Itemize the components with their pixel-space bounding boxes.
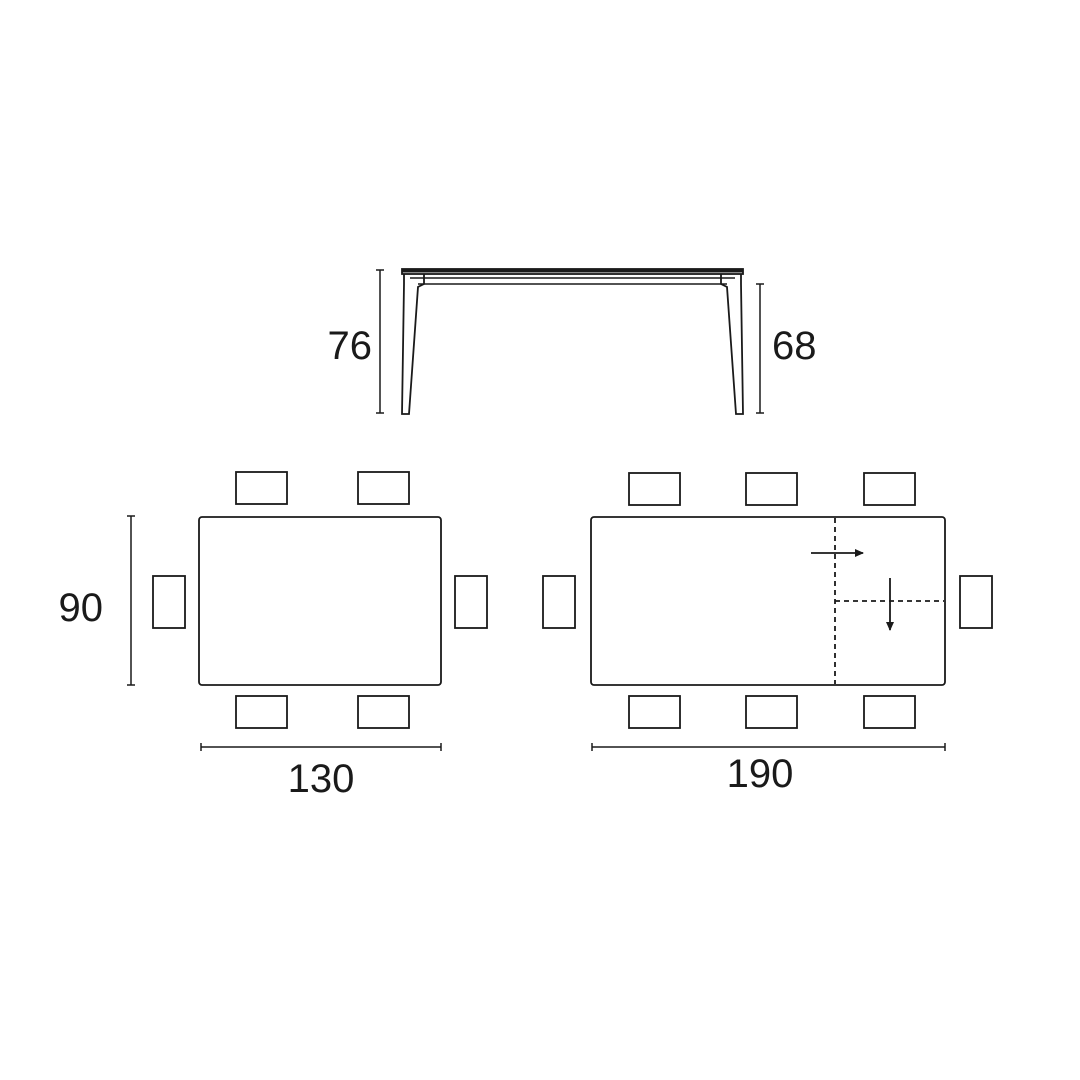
extended-tabletop <box>590 516 946 686</box>
depth-label: 90 <box>59 586 104 630</box>
chair <box>628 695 681 729</box>
dimension-fixed-width: 130 <box>200 743 442 801</box>
chair <box>454 575 488 629</box>
chair <box>357 471 410 505</box>
chair <box>745 695 798 729</box>
chair <box>863 695 916 729</box>
fixed-width-label: 130 <box>288 757 355 801</box>
chair <box>959 575 993 629</box>
under-height-label: 68 <box>772 324 817 368</box>
fixed-table-top-view: 90 130 <box>59 471 488 801</box>
side-view-left-leg <box>401 274 425 415</box>
dimension-depth: 90 <box>59 515 135 686</box>
fixed-tabletop <box>198 516 442 686</box>
chair <box>542 575 576 629</box>
chair <box>235 471 288 505</box>
chair <box>235 695 288 729</box>
side-view: 76 68 <box>328 268 817 415</box>
dimension-under-height: 68 <box>756 283 817 414</box>
side-view-right-leg <box>720 274 744 415</box>
dimension-total-height: 76 <box>328 269 384 414</box>
chair <box>745 472 798 506</box>
chair <box>863 472 916 506</box>
extended-width-label: 190 <box>727 752 794 796</box>
chair <box>357 695 410 729</box>
dimension-extended-width: 190 <box>591 743 946 796</box>
chair <box>628 472 681 506</box>
total-height-label: 76 <box>328 324 373 368</box>
chair <box>152 575 186 629</box>
extended-table-top-view: 190 <box>542 472 993 796</box>
